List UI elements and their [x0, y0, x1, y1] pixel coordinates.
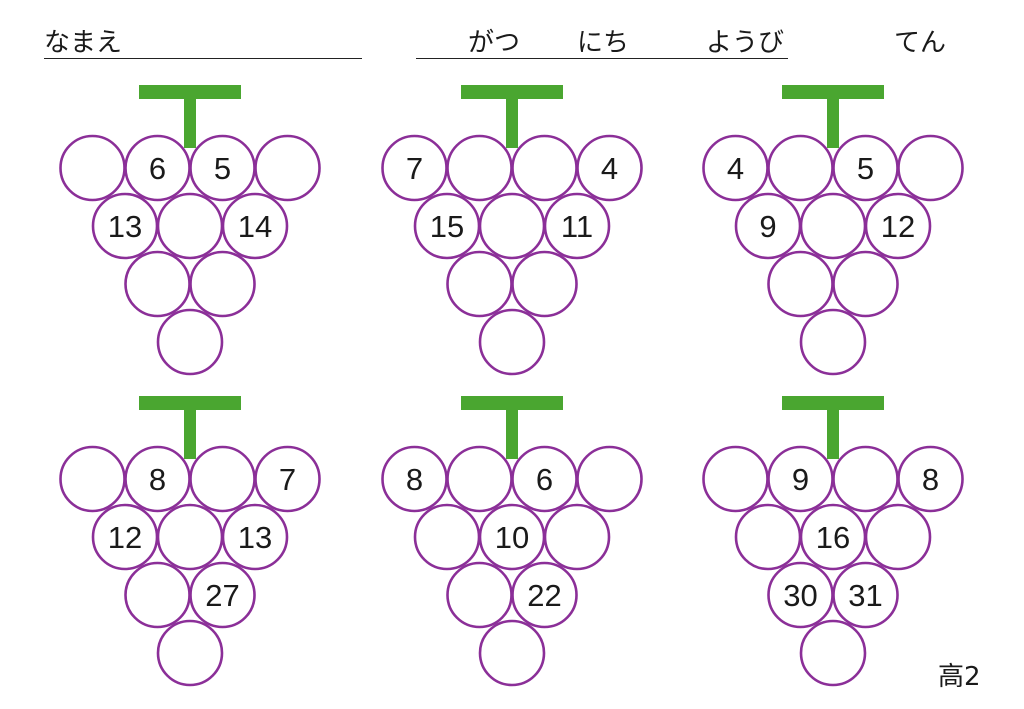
grape-circle[interactable] — [221, 192, 289, 260]
grape-circle[interactable] — [59, 445, 126, 513]
grape-number: 10 — [495, 520, 529, 555]
grape-stem — [827, 98, 839, 148]
name-label: なまえ — [44, 28, 123, 58]
grape-circle[interactable] — [156, 308, 224, 376]
grape-stem-bar — [782, 396, 884, 410]
grape-number: 5 — [857, 151, 874, 186]
score-label: てん — [894, 28, 947, 58]
grape-circle[interactable] — [702, 445, 769, 513]
grape-circle[interactable] — [446, 134, 513, 202]
day-label: にち — [577, 28, 630, 58]
grape-cluster: 8 610 22 — [381, 396, 643, 687]
grape-circle[interactable] — [576, 445, 643, 513]
grape-number: 12 — [108, 520, 142, 555]
grape-number: 27 — [205, 578, 239, 613]
grape-number: 14 — [238, 209, 272, 244]
grape-cluster: 7 4 15 11 — [381, 85, 643, 376]
grape-number: 7 — [406, 151, 423, 186]
grape-number: 11 — [561, 209, 593, 244]
grape-stem — [827, 409, 839, 459]
name-underline — [44, 58, 362, 59]
grape-stem-bar — [139, 85, 241, 99]
grape-stem-bar — [139, 396, 241, 410]
grape-cluster: 6 5 13 14 — [59, 85, 321, 376]
grape-circle[interactable] — [156, 503, 224, 571]
grape-number: 15 — [430, 209, 464, 244]
grape-circle[interactable] — [543, 503, 611, 571]
grape-circle[interactable] — [446, 445, 513, 513]
grape-circle[interactable] — [446, 561, 513, 629]
month-label: がつ — [468, 28, 521, 58]
grape-circle[interactable] — [543, 192, 611, 260]
grape-circle[interactable] — [832, 561, 899, 629]
grape-stem — [184, 409, 196, 459]
grape-circle[interactable] — [576, 134, 643, 202]
grape-number: 31 — [848, 578, 882, 613]
grape-number: 6 — [536, 462, 553, 497]
grape-circle[interactable] — [799, 192, 867, 260]
grape-circle[interactable] — [124, 250, 191, 318]
grape-stem — [506, 409, 518, 459]
grape-cluster: 9 8 16 30 31 — [702, 396, 964, 687]
grape-number: 30 — [783, 578, 817, 613]
grape-circle[interactable] — [478, 192, 546, 260]
grape-circle[interactable] — [511, 134, 578, 202]
grape-circle[interactable] — [864, 192, 932, 260]
grape-cluster: 8 7 12 13 27 — [59, 396, 321, 687]
grape-circle[interactable] — [799, 308, 867, 376]
grape-circle[interactable] — [897, 134, 964, 202]
grape-circle[interactable] — [189, 250, 256, 318]
grape-number: 16 — [816, 520, 850, 555]
grape-number: 5 — [214, 151, 231, 186]
grape-circle[interactable] — [254, 134, 321, 202]
grape-number: 6 — [149, 151, 166, 186]
weekday-label: ようび — [706, 28, 785, 58]
grape-number: 9 — [792, 462, 809, 497]
grape-circle[interactable] — [799, 619, 867, 687]
date-underline — [416, 58, 788, 59]
grape-circle[interactable] — [189, 561, 256, 629]
grape-number: 22 — [527, 578, 561, 613]
grape-number: 12 — [881, 209, 915, 244]
grape-circle[interactable] — [832, 250, 899, 318]
grape-circle[interactable] — [156, 619, 224, 687]
grape-circle[interactable] — [254, 445, 321, 513]
grape-circle[interactable] — [59, 134, 126, 202]
grape-circle[interactable] — [767, 134, 834, 202]
grape-number: 8 — [922, 462, 939, 497]
grape-number: 9 — [759, 209, 776, 244]
grape-circle[interactable] — [511, 250, 578, 318]
grape-number: 4 — [727, 151, 744, 186]
grape-number: 7 — [279, 462, 296, 497]
grape-number: 13 — [108, 209, 142, 244]
grape-number: 13 — [238, 520, 272, 555]
grape-stem-bar — [461, 396, 563, 410]
grape-cluster: 4 5 9 12 — [702, 85, 964, 376]
grape-stem — [506, 98, 518, 148]
grape-circle[interactable] — [832, 445, 899, 513]
grape-circle[interactable] — [897, 445, 964, 513]
grape-circle[interactable] — [221, 503, 289, 571]
grape-number: 8 — [406, 462, 423, 497]
grape-stem-bar — [782, 85, 884, 99]
grape-stem — [184, 98, 196, 148]
grape-circle[interactable] — [478, 308, 546, 376]
grape-circle[interactable] — [511, 561, 578, 629]
grape-circle[interactable] — [734, 503, 802, 571]
grape-number: 4 — [601, 151, 618, 186]
grape-circle[interactable] — [864, 503, 932, 571]
grape-number: 8 — [149, 462, 166, 497]
grape-circle[interactable] — [124, 561, 191, 629]
grape-circle[interactable] — [156, 192, 224, 260]
grape-circle[interactable] — [413, 503, 481, 571]
grape-stem-bar — [461, 85, 563, 99]
level-label: 高2 — [938, 662, 981, 692]
grape-circle[interactable] — [767, 250, 834, 318]
grape-circle[interactable] — [446, 250, 513, 318]
grape-circle[interactable] — [478, 619, 546, 687]
grape-circle[interactable] — [189, 445, 256, 513]
